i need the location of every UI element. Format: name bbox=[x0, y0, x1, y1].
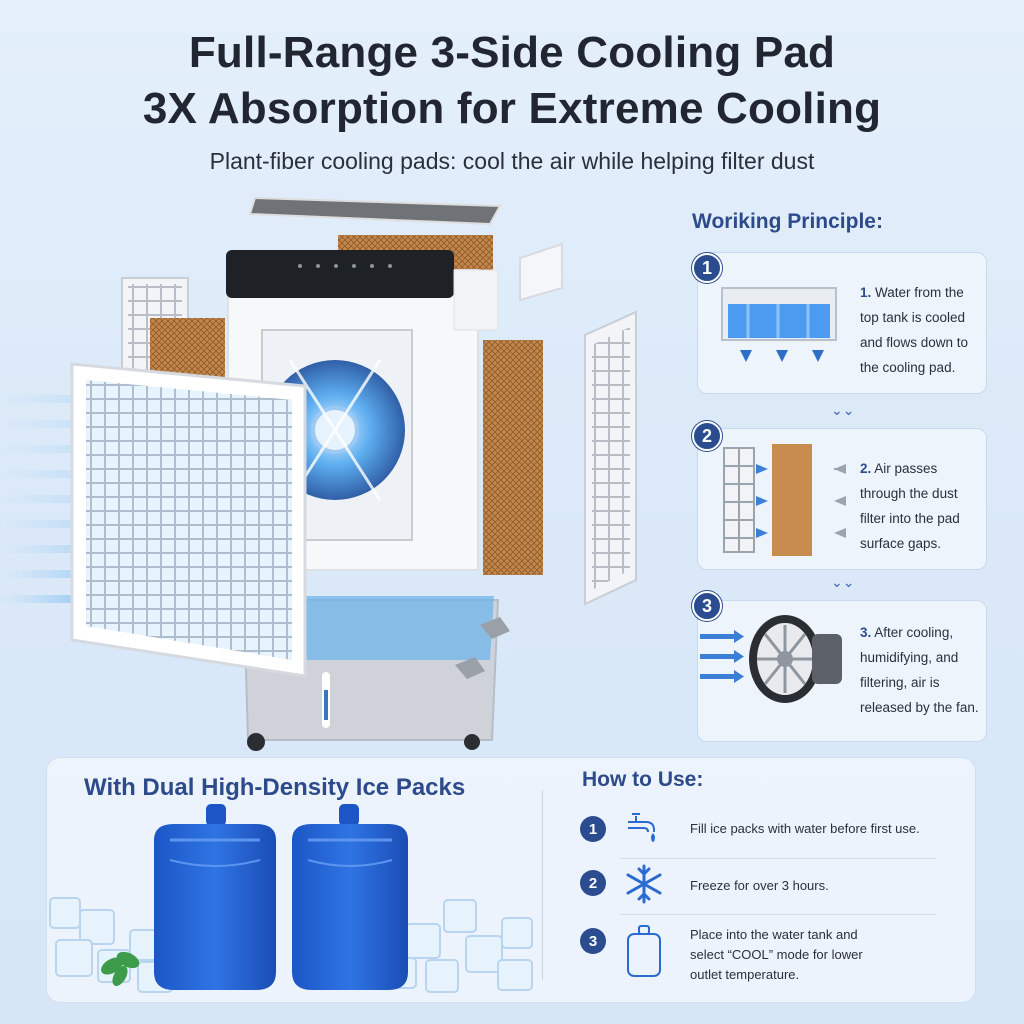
step-body: Air passes through the dust filter into … bbox=[860, 461, 960, 551]
working-principle-title: Woriking Principle: bbox=[692, 210, 883, 233]
page-title-line-1: Full-Range 3-Side Cooling Pad bbox=[188, 28, 836, 77]
top-lid bbox=[248, 196, 502, 226]
water-tank-icon bbox=[721, 287, 837, 362]
principle-step-number: 3 bbox=[692, 591, 722, 621]
right-cooling-pad bbox=[483, 340, 543, 575]
filter-pad-icon bbox=[723, 444, 846, 556]
air-cooler-exploded-illustration bbox=[0, 196, 637, 751]
step-lead: 2. bbox=[860, 461, 872, 476]
step-body: Water from the top tank is cooled and fl… bbox=[860, 285, 969, 375]
principle-step-text: 2. Air passes through the dust filter in… bbox=[860, 456, 986, 556]
ice-packs-title: With Dual High-Density Ice Packs bbox=[84, 774, 466, 801]
how-step-text: Freeze for over 3 hours. bbox=[690, 878, 829, 893]
page-subtitle: Plant-fiber cooling pads: cool the air w… bbox=[209, 148, 815, 174]
how-to-use-title: How to Use: bbox=[582, 768, 704, 791]
how-step-text: Fill ice packs with water before first u… bbox=[690, 821, 920, 836]
control-panel bbox=[226, 250, 454, 298]
how-step-number: 1 bbox=[580, 816, 606, 842]
panel-divider bbox=[542, 790, 543, 980]
how-step-text: Place into the water tank and select “CO… bbox=[690, 927, 863, 982]
how-separator bbox=[620, 858, 936, 859]
snowflake-icon bbox=[626, 864, 662, 904]
chevron-down-icon: ⌄⌄ bbox=[831, 574, 855, 590]
fan-icon bbox=[700, 615, 842, 703]
how-step-number: 3 bbox=[580, 928, 606, 954]
how-separator bbox=[620, 914, 936, 915]
ice-pack-icon bbox=[627, 925, 661, 977]
page-title-line-2: 3X Absorption for Extreme Cooling bbox=[142, 84, 882, 133]
step-lead: 1. bbox=[860, 285, 872, 300]
principle-step-number: 1 bbox=[692, 253, 722, 283]
faucet-icon bbox=[628, 813, 655, 842]
principle-step-text: 1. Water from the top tank is cooled and… bbox=[860, 280, 986, 380]
principle-step-number: 2 bbox=[692, 421, 722, 451]
ice-packs-illustration bbox=[49, 804, 533, 993]
chevron-down-icon: ⌄⌄ bbox=[831, 402, 855, 418]
step-body: After cooling, humidifying, and filterin… bbox=[860, 625, 979, 715]
how-step-number: 2 bbox=[580, 870, 606, 896]
principle-step-text: 3. After cooling, humidifying, and filte… bbox=[860, 620, 986, 720]
step-lead: 3. bbox=[860, 625, 872, 640]
